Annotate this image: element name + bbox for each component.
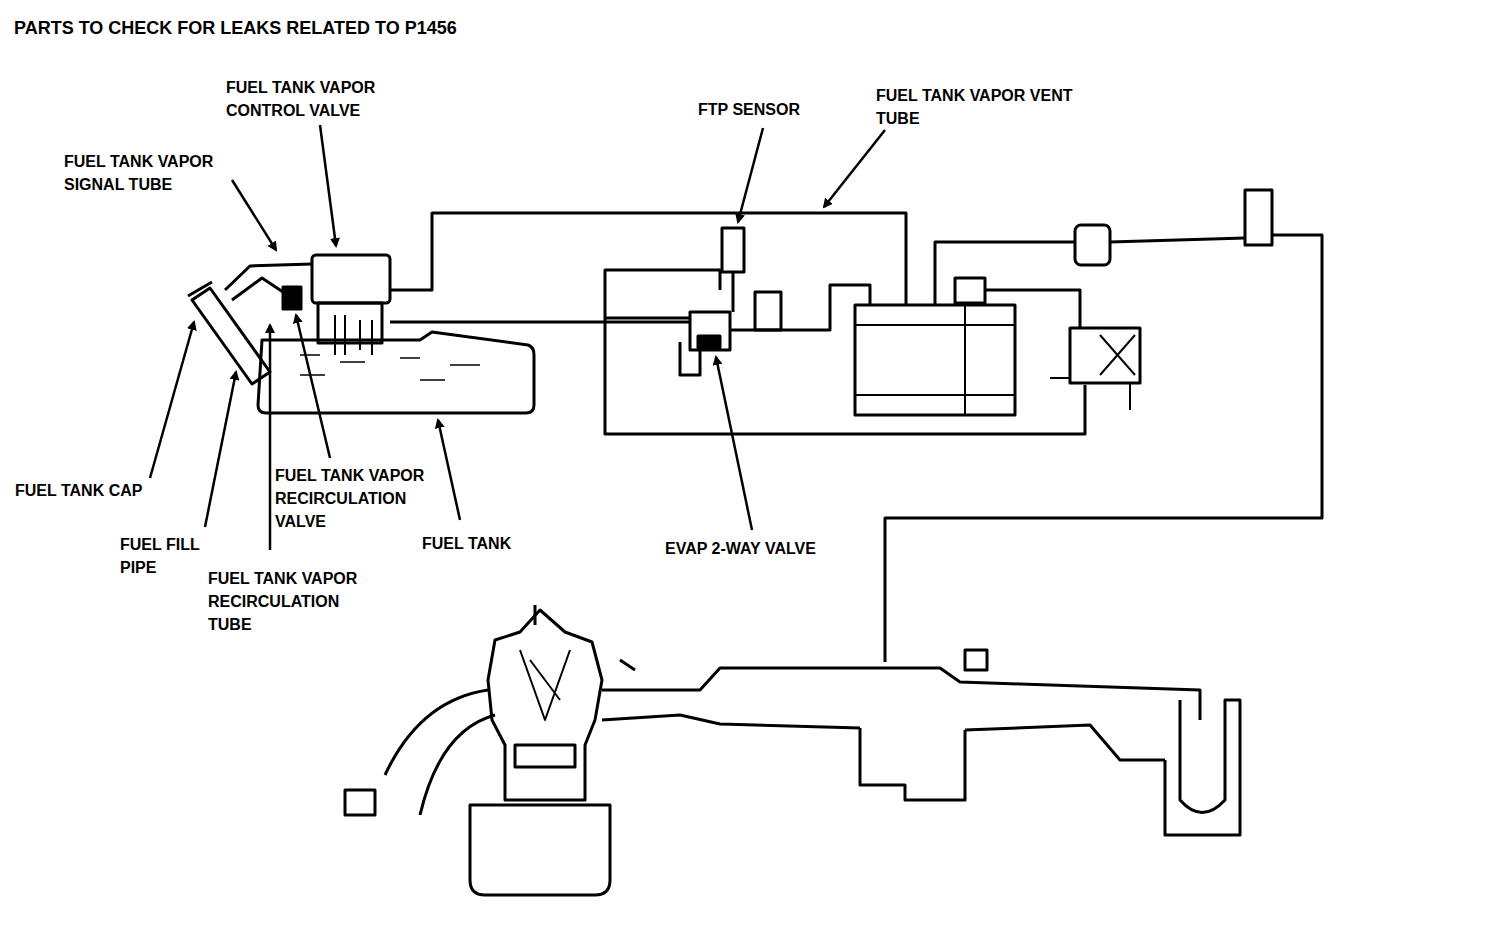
evap-two-way-valve: [690, 312, 730, 350]
inline-filter: [1075, 225, 1110, 265]
small-valve: [755, 292, 781, 330]
leader-arrow: [205, 372, 236, 527]
leader-arrows: [150, 125, 885, 550]
canister-bands: [855, 305, 1015, 415]
ftp-stem: [732, 272, 735, 312]
signal-tube: [225, 264, 312, 290]
part-label: FUEL TANK CAP: [15, 479, 142, 502]
two-way-to-canister: [730, 285, 870, 330]
vent-shut-valve: [1070, 328, 1140, 383]
canister-sensor: [955, 278, 985, 303]
valve-internals: [335, 315, 372, 355]
air-box: [1165, 700, 1240, 835]
fuel-tank-vapor-control-valve: [312, 255, 390, 303]
intake-runners: [520, 650, 570, 720]
part-label: FUEL TANK VAPOR VENT TUBE: [876, 84, 1101, 130]
part-label: FUEL TANK VAPOR RECIRCULATION TUBE: [208, 567, 383, 636]
vent-shut-coil: [1050, 335, 1135, 410]
recirculation-tube: [232, 278, 283, 300]
evap-canister: [855, 305, 1015, 415]
map-sensor: [345, 790, 375, 815]
part-label: FTP SENSOR: [698, 98, 800, 121]
piston: [515, 745, 575, 767]
fuel-tank-vapor-recirculation-valve: [283, 287, 301, 309]
two-way-stub: [680, 342, 700, 375]
intake-pipe-upper: [602, 668, 1200, 720]
cylinder-head: [488, 610, 602, 800]
part-label: FUEL TANK VAPOR SIGNAL TUBE: [64, 150, 239, 196]
leader-arrow: [824, 130, 885, 207]
diagram-title: PARTS TO CHECK FOR LEAKS RELATED TO P145…: [14, 17, 457, 39]
crankcase: [470, 805, 610, 895]
part-label: FUEL TANK VAPOR RECIRCULATION VALVE: [275, 464, 455, 533]
part-label: FUEL FILL PIPE: [120, 533, 220, 579]
canister-to-purge-tube: [885, 235, 1322, 662]
injector: [535, 605, 635, 670]
leader-arrow: [296, 315, 330, 458]
canister-vent-line: [985, 290, 1080, 328]
fuel-level: [300, 355, 480, 380]
inlet-pipe: [385, 690, 495, 815]
leader-arrow: [232, 180, 276, 250]
leader-arrow: [150, 322, 194, 478]
leader-arrow: [716, 357, 752, 530]
fuel-tank-group: [188, 190, 1322, 662]
leader-arrow: [738, 128, 763, 222]
ftp-sensor: [722, 228, 744, 272]
throttle-stub: [965, 650, 987, 670]
fuel-tank-cap: [188, 282, 212, 296]
fuel-fill-pipe: [192, 288, 270, 384]
two-way-core: [698, 336, 720, 348]
leader-arrow: [320, 125, 336, 246]
leader-arrow: [269, 325, 272, 550]
purge-valve: [1245, 190, 1272, 245]
resonator: [860, 728, 965, 800]
tank-to-two-way-tube: [390, 321, 690, 324]
part-label: FUEL TANK: [422, 532, 511, 555]
intake-pipe-lower: [602, 715, 1165, 760]
part-label: FUEL TANK VAPOR CONTROL VALVE: [226, 76, 406, 122]
leader-arrow: [438, 420, 460, 520]
part-label: EVAP 2-WAY VALVE: [665, 537, 816, 560]
engine-group: [345, 605, 1240, 895]
evap-loop-tube: [605, 270, 1085, 434]
fuel-tank: [258, 332, 534, 413]
